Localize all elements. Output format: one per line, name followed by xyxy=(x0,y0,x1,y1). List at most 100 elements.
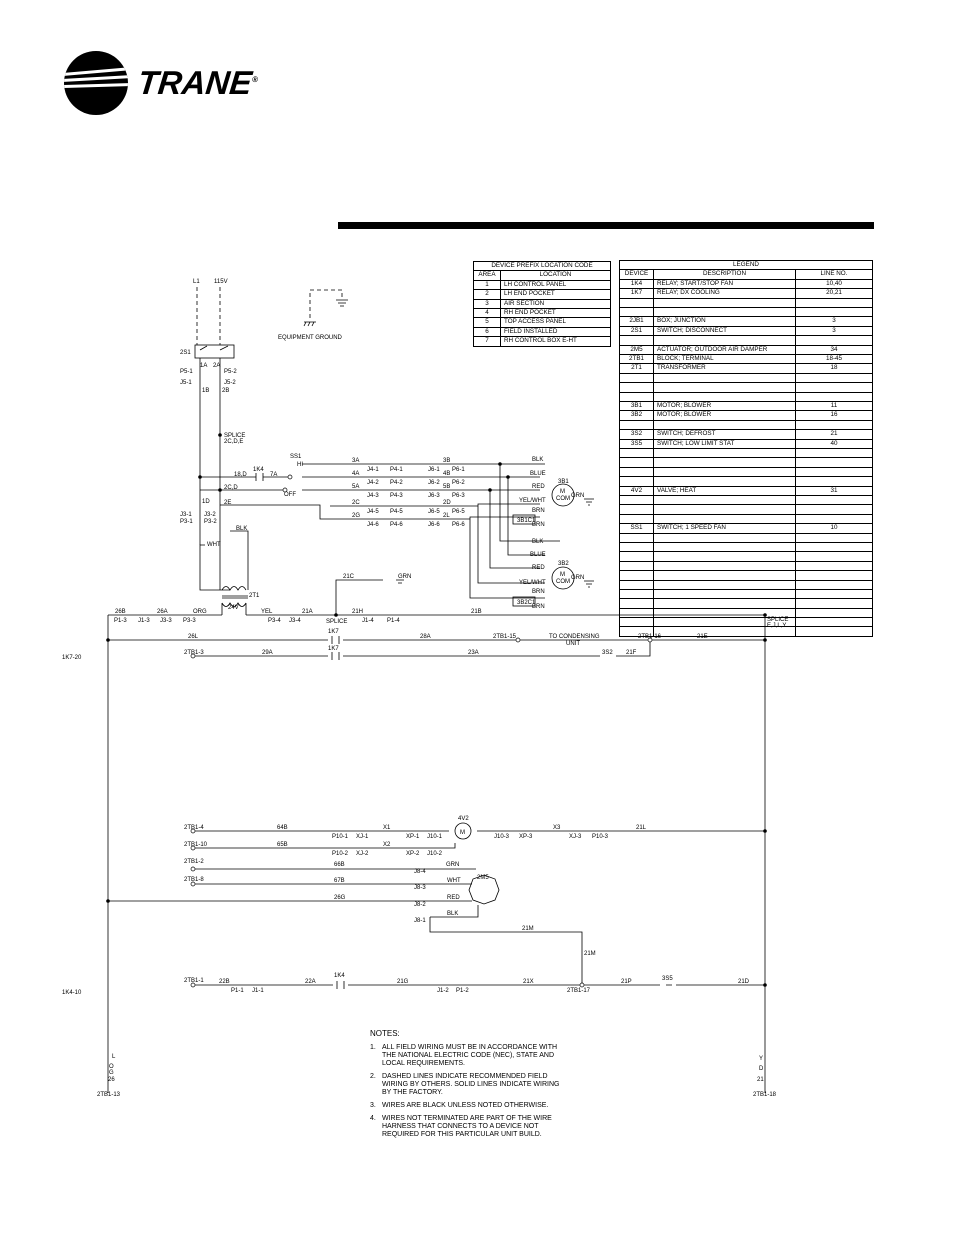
label-yelwht-3b1: YEL/WHT xyxy=(519,498,546,504)
label-64b: 64B xyxy=(277,825,288,831)
legend-table-cell: 16 xyxy=(795,410,873,421)
blower-wire-label: 4A xyxy=(352,471,359,477)
blower-wire-label: P4-3 xyxy=(390,493,403,499)
transformer-primary xyxy=(199,544,230,591)
label-1k4: 1K4 xyxy=(334,973,345,979)
label-2tb1-15: 2TB1-15 xyxy=(493,634,517,640)
motor-routing-3b1 xyxy=(469,463,545,519)
label-m-3b1: M xyxy=(560,489,565,495)
label-22b: 22B xyxy=(219,979,230,985)
label-24v: 24V xyxy=(228,605,239,611)
transformer-core xyxy=(222,595,248,599)
legend-table-cell: 40 xyxy=(795,438,873,450)
label-equipment-ground: EQUIPMENT GROUND xyxy=(278,335,343,341)
label-wht-damper: WHT xyxy=(447,878,461,884)
relay-contacts xyxy=(255,473,345,989)
label-21d: 21D xyxy=(738,979,750,985)
label-p3-3: P3-3 xyxy=(183,618,196,624)
blower-wire-label: J4-3 xyxy=(367,493,379,499)
label-blk-3b1: BLK xyxy=(532,457,543,463)
label-p3-1: P3-1 xyxy=(180,519,193,525)
legend-title: LEGEND xyxy=(619,259,873,271)
blower-wire-label: P6-3 xyxy=(452,493,465,499)
label-o-bottom: O xyxy=(109,1064,114,1070)
label-j5-1: J5-1 xyxy=(180,380,192,386)
label-22a: 22A xyxy=(305,979,316,985)
label-1k4-10: 1K4-10 xyxy=(62,990,82,996)
label-xj-3: XJ-3 xyxy=(569,834,582,840)
label-j10-1: J10-1 xyxy=(427,834,443,840)
label-blue-3b2: BLUE xyxy=(530,552,546,558)
label-x1: X1 xyxy=(383,825,391,831)
blower-wire-label: P4-5 xyxy=(390,509,403,515)
label-21g: 21G xyxy=(397,979,409,985)
legend-table-row xyxy=(619,626,873,637)
label-p5-1: P5-1 xyxy=(180,369,193,375)
blower-wire-label: P6-1 xyxy=(452,467,465,473)
blower-wire-label: 5B xyxy=(443,484,450,490)
field-wire-l1-115v xyxy=(196,287,221,345)
label-blk-left: BLK xyxy=(236,526,247,532)
label-2tb1-8: 2TB1-8 xyxy=(184,877,204,883)
label-3b1: 3B1 xyxy=(558,479,569,485)
label-j1-3: J1-3 xyxy=(138,618,150,624)
label-2s1: 2S1 xyxy=(180,350,191,356)
transformer-secondary xyxy=(221,602,247,615)
label-2tb1-17: 2TB1-17 xyxy=(567,988,591,994)
blower-wire-label: 3B xyxy=(443,458,450,464)
label-23a: 23A xyxy=(468,650,479,656)
label-blue-3b1: BLUE xyxy=(530,471,546,477)
label-2e: 2E xyxy=(224,500,231,506)
label-brn-3b1: BRN xyxy=(532,508,545,514)
label-p10-3: P10-3 xyxy=(592,834,609,840)
label-g-bottom: G xyxy=(109,1070,114,1076)
legend-table-cell: 3 xyxy=(795,316,873,327)
legend-table-cell: 10 xyxy=(795,523,873,534)
label-to-condensing: TO CONDENSING xyxy=(549,634,600,640)
label-blk-damper: BLK xyxy=(447,911,458,917)
legend-table-cell: 31 xyxy=(795,485,873,497)
label-xp-3: XP-3 xyxy=(519,834,533,840)
note-item: 3.WIRES ARE BLACK UNLESS NOTED OTHERWISE… xyxy=(370,1102,549,1109)
notes-title: NOTES: xyxy=(370,1029,400,1038)
label-j8-2: J8-2 xyxy=(414,902,426,908)
legend-table-cell: 10,40 xyxy=(795,278,873,290)
motor-routing-3b2 xyxy=(469,464,560,599)
label-26l: 26L xyxy=(188,634,199,640)
blower-wire-label: J6-2 xyxy=(428,480,440,486)
blower-wire-label: 5A xyxy=(352,484,359,490)
wire-21c xyxy=(335,579,383,615)
label-3s5: 3S5 xyxy=(662,976,673,982)
label-grn-damper: GRN xyxy=(446,862,459,868)
bottom-terminal-stubs xyxy=(107,1090,766,1093)
label-j10-3: J10-3 xyxy=(494,834,510,840)
label-y-bottom: Y xyxy=(759,1056,763,1062)
notes-block: NOTES: 1.ALL FIELD WIRING MUST BE IN ACC… xyxy=(370,1030,570,1144)
label-3b2: 3B2 xyxy=(558,561,569,567)
label-xj-1: XJ-1 xyxy=(356,834,369,840)
label-3s2: 3S2 xyxy=(602,650,613,656)
label-2tb1-13: 2TB1-13 xyxy=(97,1092,121,1098)
label-21-bottom: 21 xyxy=(757,1077,764,1083)
label-ss1: SS1 xyxy=(290,454,302,460)
label-l-bottom: L xyxy=(112,1054,116,1060)
label-p1-1: P1-1 xyxy=(231,988,244,994)
legend-table-cell: 11 xyxy=(795,400,873,412)
terminal-circles xyxy=(190,474,653,988)
label-21e: 21E xyxy=(697,634,708,640)
blower-wire-label: J6-5 xyxy=(428,509,440,515)
label-p1-4: P1-4 xyxy=(387,618,400,624)
label-grn-3b2: GRN xyxy=(571,575,584,581)
